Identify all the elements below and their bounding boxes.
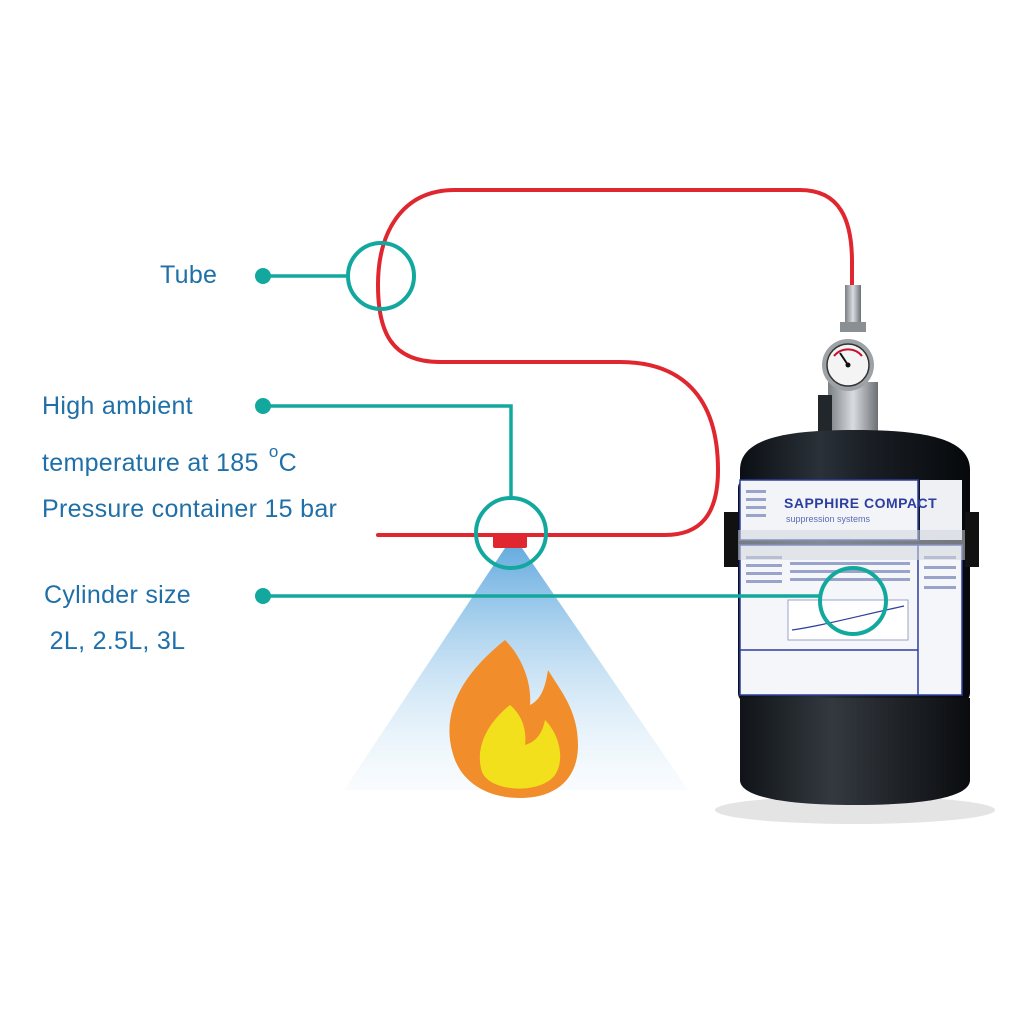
degree-symbol: o (268, 442, 279, 461)
cylinder-product: SAPPHIRE COMPACT suppression systems (715, 285, 995, 824)
tube-label-text: Tube (160, 261, 218, 289)
temperature-label: High ambient temperature at 185 oC Press… (42, 383, 337, 532)
brand-tagline: suppression systems (786, 514, 871, 524)
callout-tube (255, 241, 416, 311)
cylinder-line-1: Cylinder size (44, 581, 192, 609)
tube-label: Tube (160, 252, 217, 298)
nozzle (493, 534, 527, 548)
temperature-line-1: High ambient (42, 392, 193, 420)
brand-logo: SAPPHIRE COMPACT (784, 495, 937, 511)
callout-cylinder (255, 566, 888, 636)
detection-tube (375, 188, 854, 537)
pressure-line: Pressure container 15 bar (42, 495, 338, 523)
pressure-gauge-icon (822, 339, 874, 391)
cylinder-line-2: 2L, 2.5L, 3L (49, 627, 186, 655)
temperature-value: temperature at 185 (42, 449, 259, 477)
flame-icon (449, 640, 578, 798)
cylinder-label: Cylinder size 2L, 2.5L, 3L (44, 572, 191, 664)
temperature-unit: C (278, 449, 298, 477)
callout-temperature (255, 398, 548, 570)
temperature-line-2: temperature at 185 oC (42, 429, 337, 486)
